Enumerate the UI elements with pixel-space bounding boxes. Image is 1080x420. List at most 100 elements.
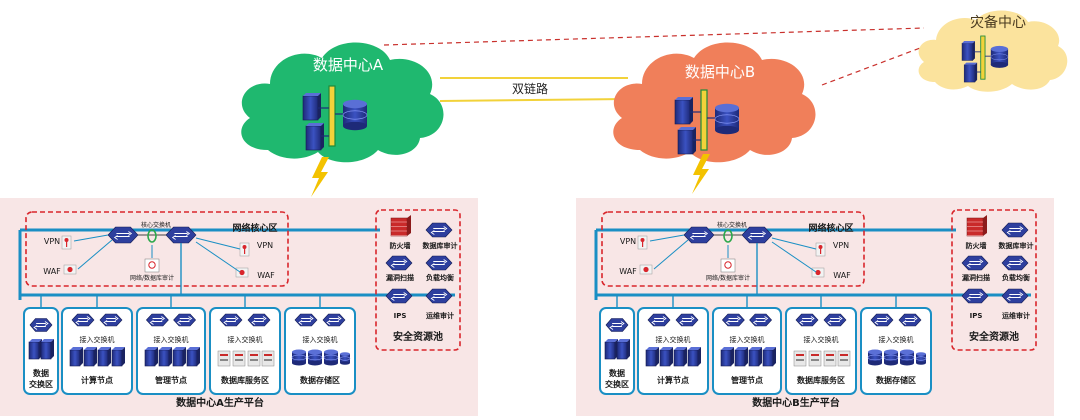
vpn-left-label: VPN [620,237,636,246]
db-server-icon [217,350,231,367]
cloud-device-groups [302,35,1009,155]
zone-label: 数据库服务区 [797,375,845,385]
waf-icon [235,267,249,278]
vpn-key-icon [61,235,72,250]
access-switch-icon [71,313,95,327]
firewall-icon [390,215,411,237]
production-platform: 网络核心区核心交换机VPNWAF网络/数据库审计VPNWAF防火墙数据库审计漏洞… [576,198,1054,416]
security-item-label: 防火墙 [390,241,411,250]
zone-label: 数据存储区 [300,375,340,385]
network-bus-icon [328,85,336,147]
cloud-dc-b-shape [613,42,816,163]
access-switch-icon [870,313,894,327]
core-link [73,234,113,270]
server-icon [616,339,630,360]
db-audit-icon [1001,222,1029,238]
dual-link-line-2 [439,98,629,102]
zone-switch-label: 接入交换机 [730,335,765,344]
security-pool-border [951,209,1037,351]
platform-title: 数据中心B生产平台 [752,396,840,409]
storage-icon [307,349,323,366]
db-server-icon [823,350,837,367]
network-bus-icon [980,35,986,80]
core-zone-label: 网络核心区 [808,222,853,234]
cloud-dc-a-shape [241,42,444,163]
vpn-key-icon [815,242,826,257]
vpn-key-icon [637,235,648,250]
audit-icon [144,258,160,273]
load-balancer-icon [1001,255,1029,271]
lightning-icon-b [692,154,710,194]
vpn-key-icon [239,242,250,257]
access-switch-icon [823,313,847,327]
waf-icon [63,264,77,275]
zone-label: 管理节点 [731,375,763,385]
lightning-icon-a [311,157,329,197]
security-item-label: 负载均衡 [426,273,454,282]
storage-icon [915,352,927,365]
access-switch-icon [749,313,773,327]
vpn-right-label: VPN [833,241,849,250]
server-icon [720,347,734,367]
core-switch-icon [165,226,197,244]
vuln-scan-icon [961,255,989,271]
server-icon [762,347,776,367]
server-icon [604,339,618,360]
cloud-dc-a: 数据中心A [241,42,444,163]
storage-icon [323,349,339,366]
zone-label: 计算节点 [81,375,113,385]
production-platforms: 网络核心区核心交换机VPNWAF网络/数据库审计VPNWAF防火墙数据库审计漏洞… [0,198,1054,416]
db-audit-icon [425,222,453,238]
cloud-dc-b: 数据中心B [613,42,816,163]
zone-label: 数据存储区 [876,375,916,385]
access-switch-icon [247,313,271,327]
ips-icon [961,288,989,304]
zone-switch-label: 接入交换机 [228,335,263,344]
security-item-label: IPS [970,312,983,320]
zone-switch-label: 接入交换机 [804,335,839,344]
waf-icon [639,264,653,275]
core-switch-icon [741,226,773,244]
security-item-label: 运维审计 [1002,311,1030,320]
zone-label: 计算节点 [657,375,689,385]
storage-icon [339,352,351,365]
database-icon [990,45,1009,68]
core-zone-border [601,211,865,287]
server-icon [305,123,324,151]
security-item-label: 漏洞扫描 [962,273,990,282]
switch-icon [605,318,629,332]
core-zone-label: 网络核心区 [232,222,277,234]
security-item-label: 数据库审计 [423,241,458,250]
zone-switch-label: 接入交换机 [303,335,338,344]
server-icon [645,347,659,367]
access-switch-icon [294,313,318,327]
server-icon [40,339,54,360]
link-aggregation-icon [147,229,157,243]
security-item-label: 漏洞扫描 [386,273,414,282]
audit-label: 网络/数据库审计 [130,274,174,282]
database-icon [342,99,368,131]
waf-right-label: WAF [257,271,275,280]
db-server-icon [247,350,261,367]
core-link [649,234,689,270]
security-pool-label: 安全资源池 [969,330,1019,343]
access-switch-icon [721,313,745,327]
vuln-scan-icon [385,255,413,271]
security-pool-label: 安全资源池 [393,330,443,343]
firewall-icon [966,215,987,237]
zone-switch-label: 接入交换机 [656,335,691,344]
security-item-label: IPS [394,312,407,320]
db-server-icon [837,350,851,367]
db-server-icon [793,350,807,367]
server-icon [28,339,42,360]
switch-icon [29,318,53,332]
server-icon [186,347,200,367]
access-switch-icon [219,313,243,327]
access-switch-icon [647,313,671,327]
